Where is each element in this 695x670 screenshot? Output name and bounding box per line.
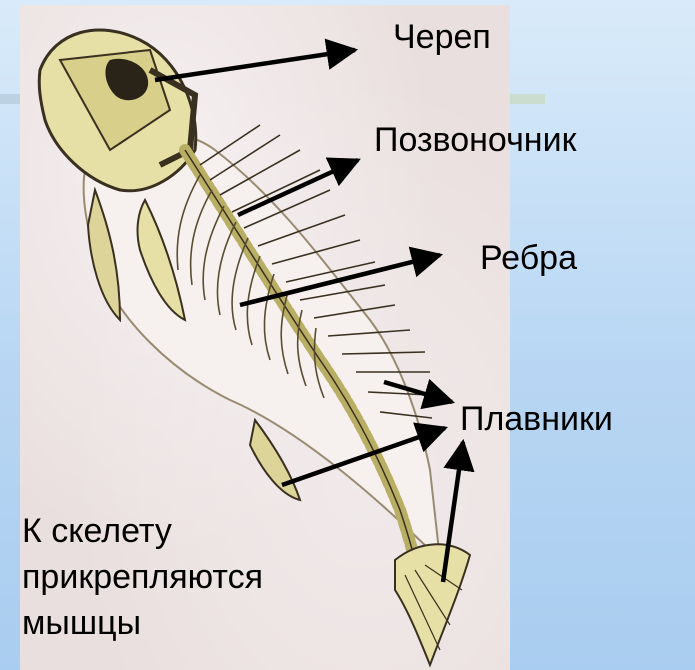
label-spine: Позвоночник: [374, 123, 576, 157]
muscles-note: К скелету прикрепляются мышцы: [22, 508, 263, 646]
tail-fin: [395, 544, 470, 665]
arrow-skull: [155, 50, 355, 80]
note-line-3: мышцы: [22, 600, 263, 646]
fish-body: [84, 133, 440, 560]
note-line-1: К скелету: [22, 508, 263, 554]
note-line-2: прикрепляются: [22, 554, 263, 600]
label-fins: Плавники: [460, 402, 613, 436]
skull: [39, 30, 196, 191]
label-skull: Череп: [393, 20, 491, 54]
label-ribs: Ребра: [480, 241, 577, 275]
